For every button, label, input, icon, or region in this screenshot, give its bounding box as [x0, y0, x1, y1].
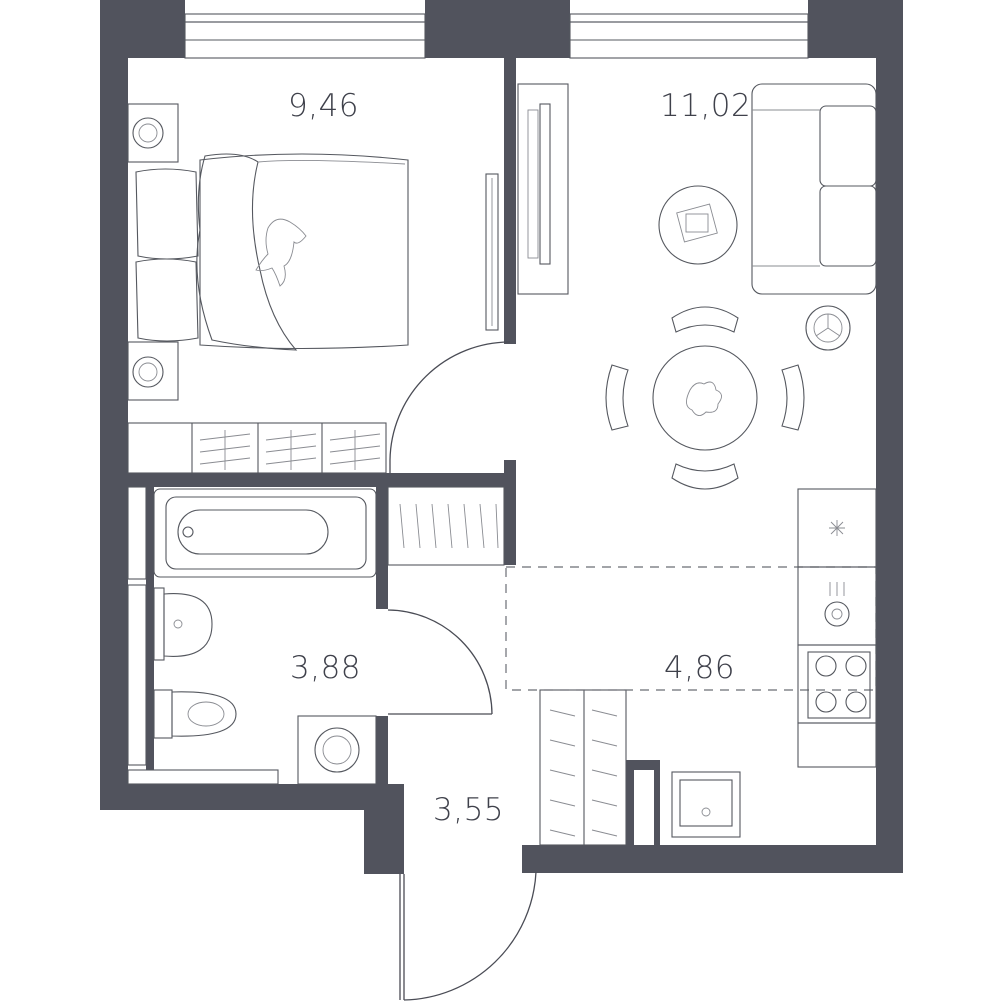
- wall-top-left: [100, 0, 185, 58]
- wall-bedroom-bottom: [128, 473, 516, 487]
- wall-entrance-left: [364, 784, 404, 874]
- bathroom-shaft: [127, 584, 147, 766]
- bathroom-niche: [127, 486, 147, 580]
- kitchen: 4,86: [505, 488, 877, 838]
- lamp-icon-2: [132, 356, 164, 388]
- wall-entrance-right: [522, 845, 538, 873]
- wall-bathroom-left-inner: [146, 487, 154, 770]
- wall-right-outer: [876, 0, 903, 873]
- living-area-label: 11,02: [660, 88, 751, 124]
- wardrobe-bedroom: [127, 422, 387, 474]
- window-bedroom: [184, 13, 426, 59]
- doors: [387, 341, 537, 1001]
- nightstand-top: [127, 103, 179, 163]
- hallway-area-label: 3,55: [433, 792, 504, 828]
- kitchen-area-label: 4,86: [664, 650, 735, 686]
- bathroom: 3,88: [127, 486, 377, 785]
- cooktop-icon: [797, 644, 877, 724]
- living-room: 11,02: [517, 83, 877, 490]
- wall-kitchen-stub-v2: [654, 760, 660, 847]
- kitchen-sink-icon: [797, 566, 877, 646]
- wall-bathroom-right: [376, 487, 388, 609]
- closet-hall: [387, 486, 505, 566]
- bathtub-icon: [153, 488, 377, 578]
- walls: [100, 0, 903, 874]
- bedroom-area-label: 9,46: [288, 88, 359, 124]
- wall-bottom-left: [100, 784, 390, 810]
- wall-top-middle: [425, 0, 570, 58]
- tv-console-icon: [517, 83, 569, 295]
- sofa-icon: [751, 83, 877, 295]
- entrance-door-icon: [399, 871, 537, 1001]
- window-living: [569, 13, 809, 59]
- dishwasher-icon: [671, 771, 741, 838]
- bathroom-area-label: 3,88: [290, 650, 361, 686]
- wall-bottom-right: [536, 845, 903, 873]
- lamp-icon: [132, 117, 164, 149]
- wall-bathroom-right-lower: [376, 716, 388, 786]
- bedroom: 9,46: [127, 88, 499, 474]
- wall-closet-right: [504, 460, 516, 565]
- nightstand-bottom: [127, 341, 179, 401]
- tv-icon: [485, 173, 499, 331]
- kitchen-zone-boundary: [505, 566, 877, 691]
- bedroom-door-icon: [389, 341, 511, 473]
- coffee-table-icon: [658, 185, 738, 265]
- plant-icon: [805, 305, 851, 351]
- toilet-icon: [153, 689, 237, 739]
- washing-machine-icon: [297, 715, 377, 785]
- wall-partition-bedroom: [504, 58, 516, 344]
- wall-left-outer: [100, 0, 128, 810]
- sink-icon: [153, 587, 213, 661]
- bathroom-ledge: [127, 769, 279, 785]
- wall-kitchen-stub-v: [626, 760, 634, 847]
- windows: [184, 13, 809, 59]
- hallway: 3,55: [433, 792, 504, 828]
- wall-kitchen-stub: [626, 760, 656, 770]
- kitchen-counter: [797, 722, 877, 768]
- bathroom-door-icon: [387, 609, 493, 715]
- fridge-icon: [797, 488, 877, 568]
- dining-table-icon: [605, 306, 805, 490]
- bed-icon: [135, 153, 409, 351]
- closet-entrance: [539, 689, 627, 846]
